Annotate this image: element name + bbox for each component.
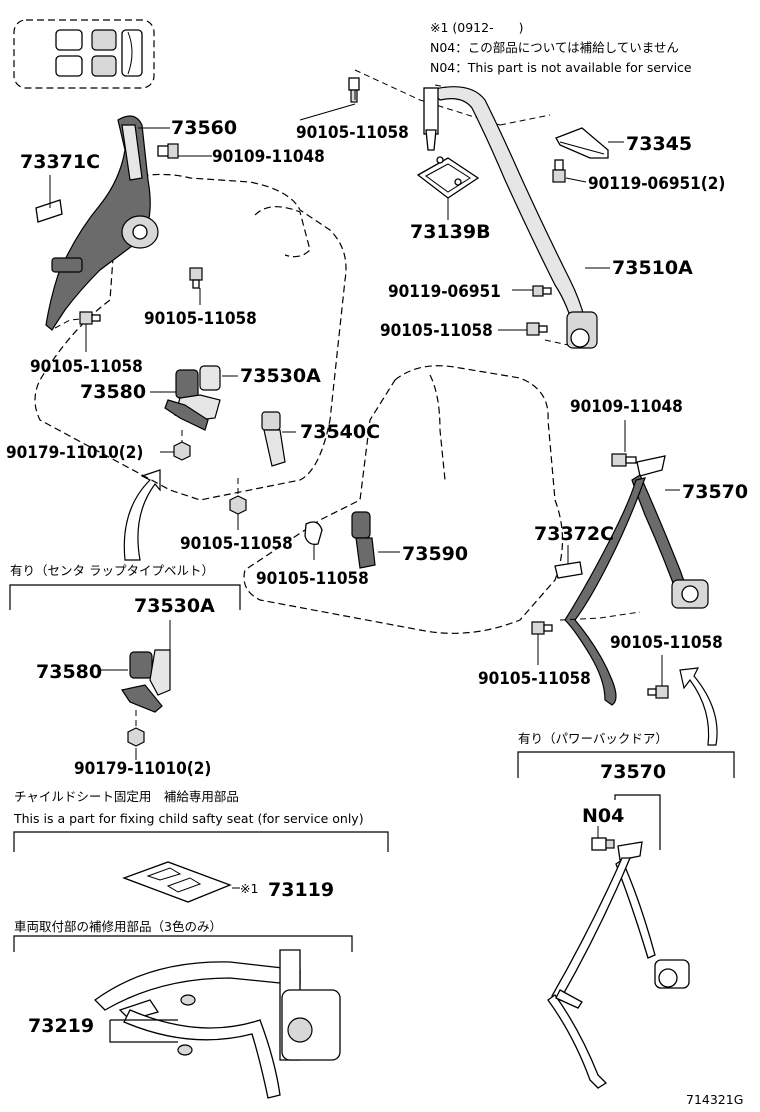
bolt-90119-06951: [532, 285, 552, 297]
service-note-date: ※1 (0912- ): [430, 20, 523, 35]
leader-lines: [49, 90, 680, 889]
power-back-door-note: 有り（パワーバックドア）: [518, 731, 668, 746]
bolt-90105-11058-b: [79, 311, 101, 325]
second-row-seat-outline: [34, 173, 347, 501]
bolt-90105-11058-a: [189, 267, 203, 289]
anchor-assembly-73219: [94, 949, 341, 1099]
bracket-73139B: [416, 156, 480, 199]
child-seat-bracket: [13, 831, 389, 852]
part-labels: 73560 90109-11048 73371C 90105-11058 901…: [6, 117, 748, 1037]
label-90109-11048-b: 90109-11048: [570, 397, 683, 417]
belt-73570-b-assembly: [547, 837, 690, 1089]
label-73570: 73570: [682, 481, 748, 503]
label-90105-11058-d: 90105-11058: [180, 534, 293, 554]
buckle-73590: [351, 511, 376, 569]
center-lap-belt-note: 有り（センタ ラップタイプベルト）: [10, 563, 214, 578]
bolt-90119-06951-2: [552, 159, 566, 183]
label-73570-b: 73570: [600, 761, 666, 783]
label-90119-06951: 90119-06951: [388, 282, 501, 302]
label-90119-06951-2: 90119-06951(2): [588, 174, 725, 194]
bolt-90109-11048-a: [157, 143, 179, 159]
label-73372C: 73372C: [534, 523, 614, 545]
label-73371C: 73371C: [20, 151, 100, 173]
label-90105-11058-b: 90105-11058: [30, 357, 143, 377]
label-73560: 73560: [171, 117, 237, 139]
label-73510A: 73510A: [612, 257, 693, 279]
label-90105-11058-e: 90105-11058: [380, 321, 493, 341]
label-90105-11058-f: 90105-11058: [256, 569, 369, 589]
label-73119: 73119: [268, 879, 334, 901]
bolt-90109-11048-b: [611, 453, 637, 467]
clip-73372C: [554, 561, 583, 579]
label-73580: 73580: [80, 381, 146, 403]
bolt-90105-11058-g: [647, 685, 669, 699]
p73219-bracket: [109, 1019, 178, 1043]
buckle-73530A-73580: [164, 365, 221, 450]
child-seat-note-en: This is a part for fixing child safty se…: [13, 811, 364, 826]
bolt-90105-11058-h: [531, 621, 553, 635]
guide-73371C: [35, 199, 63, 223]
nut-90179-11010-a: [173, 441, 191, 461]
service-note-en: N04：This part is not available for servi…: [430, 60, 692, 75]
belt-73510A-assembly: [354, 69, 598, 349]
child-seat-note-jp: チャイルドシート固定用 補給専用部品: [14, 789, 239, 804]
anchor-plate-73119: [122, 861, 232, 903]
body-repair-note: 車両取付部の補修用部品（3色のみ）: [14, 919, 222, 934]
power-back-door-bracket: [517, 751, 735, 778]
label-73580-b: 73580: [36, 661, 102, 683]
label-90105-11058-top: 90105-11058: [296, 123, 409, 143]
figure-code: 714321G: [686, 1092, 743, 1107]
buckle-73540C: [261, 411, 286, 467]
belt-73570-assembly: [559, 455, 709, 706]
label-90105-11058-g: 90105-11058: [610, 633, 723, 653]
label-73530A-b: 73530A: [134, 595, 215, 617]
label-N04: N04: [582, 805, 624, 827]
buckle-73530A-73580-b: [121, 649, 171, 728]
label-73139B: 73139B: [410, 221, 491, 243]
label-90105-11058-a: 90105-11058: [144, 309, 257, 329]
vehicle-locator-icon: [13, 19, 155, 89]
nut-90179-11010-b: [127, 727, 145, 747]
label-73590: 73590: [402, 543, 468, 565]
label-90105-11058-h: 90105-11058: [478, 669, 591, 689]
label-73540C: 73540C: [300, 421, 380, 443]
clip-73345: [555, 127, 609, 159]
bolt-90105-11058-f: [304, 521, 323, 545]
label-73219: 73219: [28, 1015, 94, 1037]
label-73119-mark: ※1: [240, 881, 258, 896]
direction-arrow-right: [679, 667, 718, 746]
label-90179-11010-a: 90179-11010(2): [6, 443, 143, 463]
bolt-90105-11058-d: [229, 478, 247, 515]
service-note-jp: N04：この部品については補給していません: [430, 40, 679, 55]
label-73530A: 73530A: [240, 365, 321, 387]
bolt-90105-11058-e: [526, 322, 548, 336]
label-73345: 73345: [626, 133, 692, 155]
belt-73560-assembly: [45, 115, 159, 331]
p73570-b-bracket: [614, 794, 661, 850]
label-90179-11010-b: 90179-11010(2): [74, 759, 211, 779]
body-repair-bracket: [13, 935, 353, 952]
bolt-top-90105-11058: [348, 77, 360, 103]
label-90109-11048-a: 90109-11048: [212, 147, 325, 167]
center-lap-belt-bracket: [9, 584, 241, 610]
third-row-seat-outline: [243, 365, 564, 634]
direction-arrow-left: [123, 469, 161, 561]
